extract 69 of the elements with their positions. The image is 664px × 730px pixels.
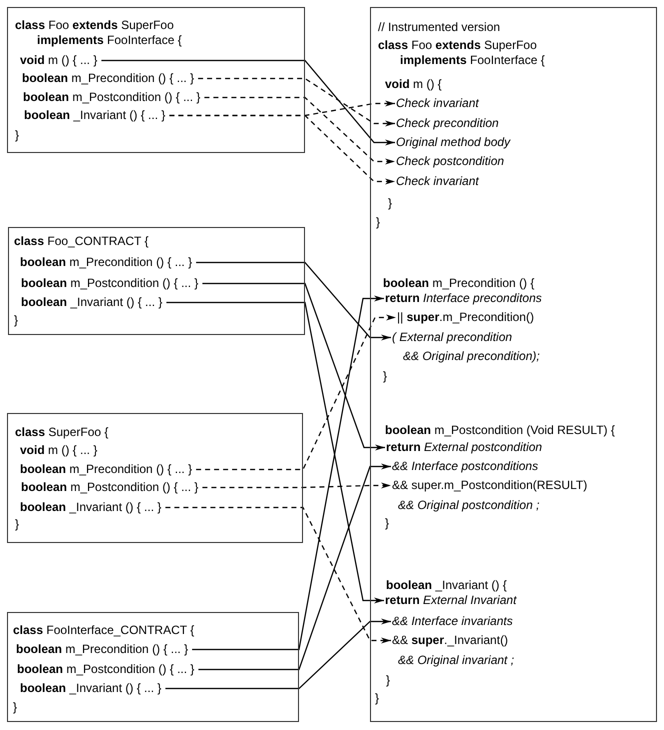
code-line: Check precondition <box>396 116 499 131</box>
arrow <box>204 96 395 164</box>
code-line: && super.m_Postcondition(RESULT) <box>392 478 588 493</box>
code-line: Original method body <box>396 135 510 150</box>
code-line: // Instrumented version <box>378 20 500 35</box>
code-line: } <box>15 128 20 143</box>
code-line: boolean m_Postcondition () { ... } <box>23 90 200 105</box>
code-line: return External postcondition <box>386 440 542 455</box>
code-line: void m () { ... } <box>20 53 98 68</box>
code-line: && Original postcondition ; <box>398 498 540 513</box>
arrow <box>198 464 391 670</box>
code-line: boolean m_Precondition () { <box>383 276 534 291</box>
code-line: boolean m_Precondition () { ... } <box>20 255 192 270</box>
code-line: } <box>375 691 380 706</box>
arrow <box>169 114 395 184</box>
arrow <box>196 262 391 340</box>
arrow <box>202 482 391 488</box>
code-line: boolean m_Postcondition () { ... } <box>21 480 198 495</box>
code-line: && Original precondition); <box>403 349 540 364</box>
arrow <box>196 314 396 470</box>
code-line: boolean m_Postcondition () { ... } <box>17 662 194 677</box>
code-line: Check invariant <box>396 174 479 189</box>
code-line: boolean _Invariant () { ... } <box>24 108 166 123</box>
code-line: boolean m_Precondition () { ... } <box>20 462 192 477</box>
code-line: boolean _Invariant () { ... } <box>20 500 162 515</box>
code-line: class FooInterface_CONTRACT { <box>13 623 194 638</box>
code-panel <box>7 413 303 543</box>
code-panel <box>7 7 305 153</box>
code-line: } <box>15 517 20 532</box>
arrow <box>165 618 391 690</box>
code-line: class SuperFoo { <box>15 425 108 440</box>
code-line: class Foo_CONTRACT { <box>14 234 149 249</box>
code-line: boolean _Invariant () { <box>386 578 507 593</box>
code-line: void m () { ... } <box>20 443 98 458</box>
code-line: boolean _Invariant () { ... } <box>21 295 162 310</box>
code-line: } <box>376 215 380 230</box>
code-line: && Interface postconditions <box>392 459 538 474</box>
code-line: Check postcondition <box>396 154 504 169</box>
code-panel <box>8 227 305 335</box>
arrow <box>198 78 395 126</box>
code-line: boolean m_Precondition () { ... } <box>16 642 188 657</box>
code-line: } <box>385 516 390 531</box>
code-line: boolean _Invariant () { ... } <box>20 681 162 696</box>
arrow <box>101 60 395 146</box>
code-line: } <box>14 313 18 328</box>
arrow <box>202 282 385 450</box>
code-line: boolean m_Precondition () { ... } <box>22 71 194 86</box>
arrow <box>165 506 391 644</box>
code-line: Check invariant <box>396 96 479 111</box>
code-line: } <box>383 369 388 384</box>
code-line: boolean m_Postcondition (Void RESULT) { <box>385 423 615 438</box>
code-line: class Foo extends SuperFoo implements FooInterface { <box>15 18 183 48</box>
code-line: boolean m_Postcondition () { ... } <box>21 276 198 291</box>
code-panel <box>370 7 657 722</box>
arrow <box>192 296 384 650</box>
code-line: class Foo extends SuperFoo implements FooInterface { <box>378 38 546 68</box>
code-line: void m () { <box>385 77 442 92</box>
code-panel <box>7 612 299 722</box>
code-line: && Original invariant ; <box>398 653 514 668</box>
code-line: && Interface invariants <box>392 614 513 629</box>
code-line: ( External precondition <box>392 330 512 345</box>
code-line: || super.m_Precondition() <box>397 310 534 325</box>
code-line: } <box>13 700 18 715</box>
code-line: return External Invariant <box>385 593 516 608</box>
code-line: && super._Invariant() <box>392 633 508 648</box>
code-line: } <box>386 673 390 688</box>
arrow <box>166 302 384 604</box>
code-line: return Interface preconditons <box>385 291 542 306</box>
code-line: } <box>388 196 392 211</box>
